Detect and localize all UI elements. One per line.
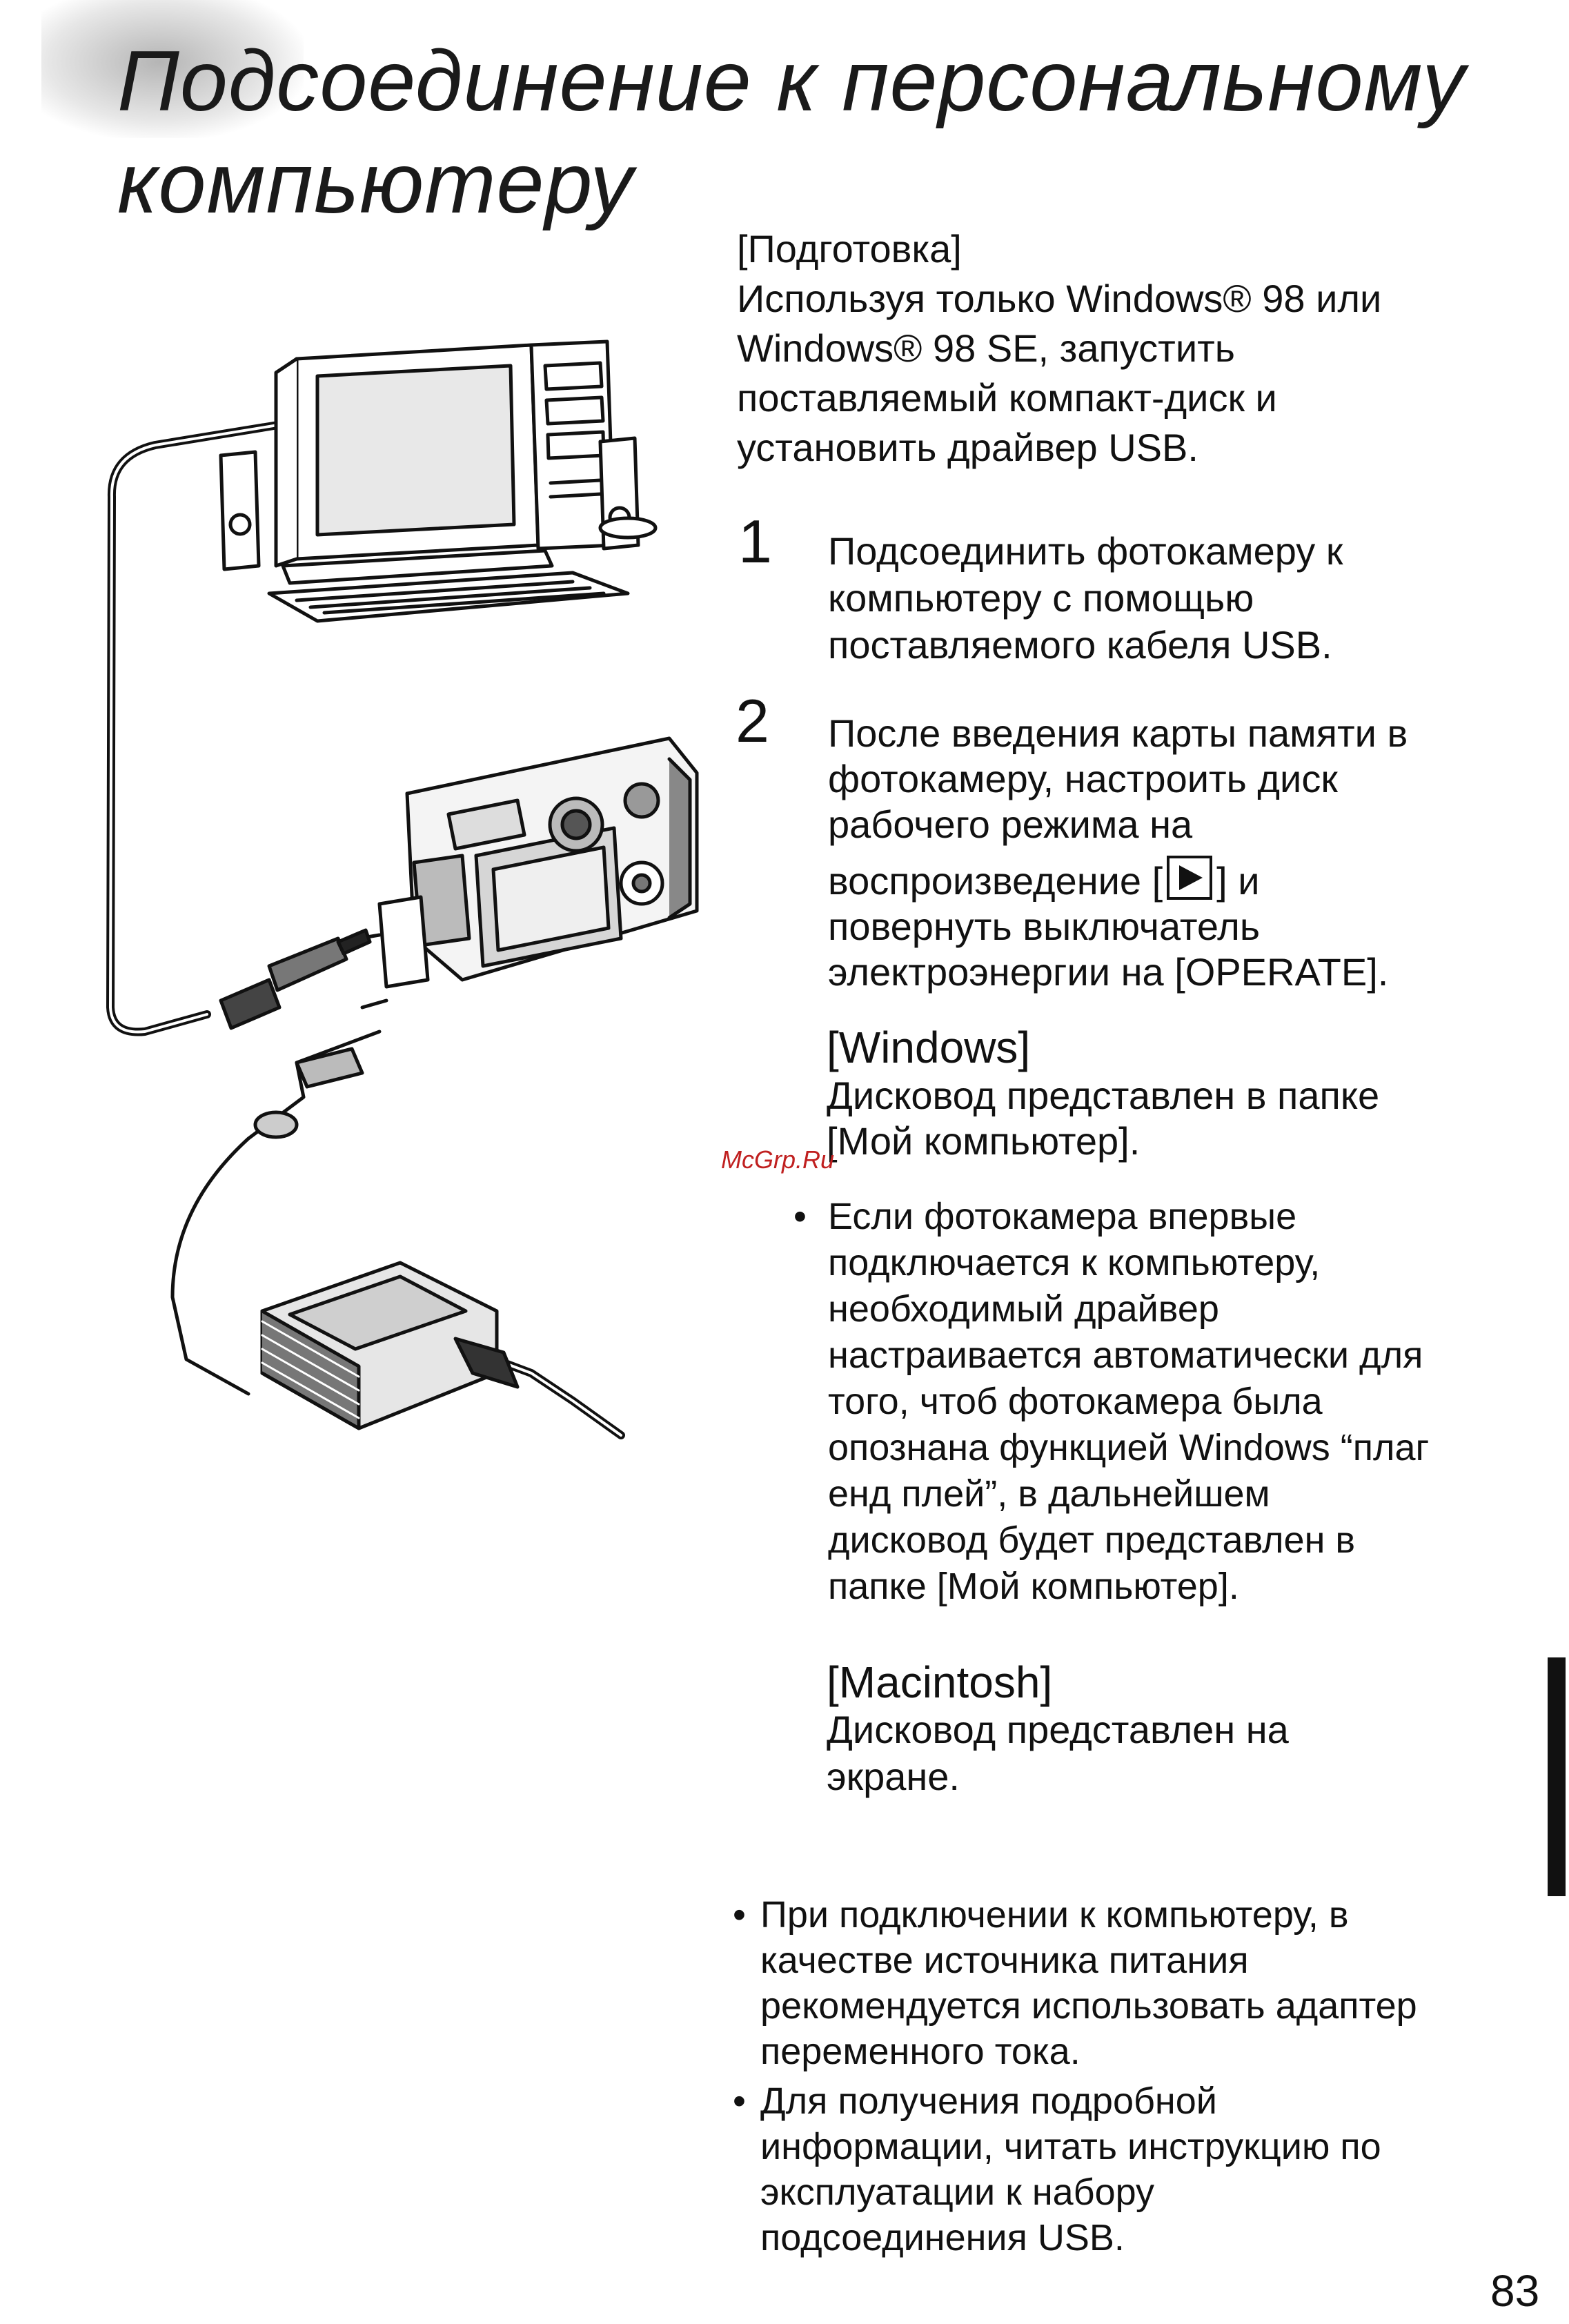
step-line: электроэнергии на [OPERATE]. xyxy=(828,950,1389,994)
note-ac-adapter: • При подключении к компьютеру, в качест… xyxy=(733,1892,1512,2074)
bullet-line: Если фотокамера впервые xyxy=(828,1196,1297,1237)
digital-camera xyxy=(405,736,699,982)
bullet-line: енд плей”, в дальнейшем xyxy=(828,1473,1270,1515)
note-line: качестве источника питания xyxy=(760,1940,1249,1981)
pc-tower xyxy=(529,339,616,551)
bullet-line: дисковод будет представлен в xyxy=(828,1519,1356,1561)
windows-line: [Мой компьютер]. xyxy=(827,1119,1141,1163)
bullet-dot: • xyxy=(733,1894,746,1936)
note-text: При подключении к компьютеру, в качестве… xyxy=(760,1892,1512,2074)
bullet-dot: • xyxy=(733,2080,746,2122)
note-line: Для получения подробной xyxy=(760,2080,1217,2122)
usb-plug xyxy=(219,928,372,1030)
windows-line: Дисковод представлен в папке xyxy=(827,1074,1380,1117)
page-title-line-2: компьютеру xyxy=(117,136,634,231)
step-2-number: 2 xyxy=(736,687,769,755)
step-1-number: 1 xyxy=(738,507,772,575)
windows-text: Дисковод представлен в папке [Мой компью… xyxy=(827,1073,1517,1164)
note-line: переменного тока. xyxy=(760,2031,1080,2072)
step-line: Подсоединить фотокамеру к xyxy=(828,529,1343,573)
step-line: повернуть выключатель xyxy=(828,905,1261,948)
bullet-text: Если фотокамера впервые подключается к к… xyxy=(828,1194,1525,1610)
windows-bullet-note: • Если фотокамера впервые подключается к… xyxy=(793,1194,1525,1610)
bullet-line: настраивается автоматически для xyxy=(828,1335,1423,1376)
step-line-play: воспроизведение [ ] и xyxy=(828,856,1546,904)
note-usb-kit: • Для получения подробной информации, чи… xyxy=(733,2078,1512,2261)
keyboard xyxy=(267,571,630,623)
bullet-line: того, чтоб фотокамера была xyxy=(828,1381,1323,1422)
bullet-line: папке [Мой компьютер]. xyxy=(828,1566,1239,1607)
section-tab-marker xyxy=(1548,1657,1566,1896)
preparation-line: Используя только Windows® 98 или xyxy=(737,277,1382,320)
step-1-text: Подсоединить фотокамеру к компьютеру с п… xyxy=(828,528,1518,669)
bullet-dot: • xyxy=(793,1196,807,1237)
preparation-block: [Подготовка] Используя только Windows® 9… xyxy=(737,224,1530,473)
preparation-heading: [Подготовка] xyxy=(737,227,962,270)
macintosh-text: Дисковод представлен на экране. xyxy=(827,1706,1517,1800)
ac-adapter-cable xyxy=(170,1030,382,1396)
memory-card xyxy=(377,895,430,989)
preparation-line: Windows® 98 SE, запустить xyxy=(737,326,1235,370)
preparation-line: установить драйвер USB. xyxy=(737,426,1198,469)
play-icon xyxy=(1167,856,1213,900)
page-number: 83 xyxy=(1490,2266,1540,2316)
bullet-line: опознана функцией Windows “плаг xyxy=(828,1427,1430,1468)
windows-heading: [Windows] xyxy=(827,1023,1031,1072)
note-line: эксплуатации к набору xyxy=(760,2172,1155,2213)
connection-illustration xyxy=(106,339,699,1439)
play-text-after: ] и xyxy=(1216,859,1260,903)
macintosh-line: экране. xyxy=(827,1755,960,1798)
step-line: рабочего режима на xyxy=(828,802,1193,846)
step-2-text-continued: воспроизведение [ ] и повернуть выключате… xyxy=(828,856,1546,995)
bullet-line: подключается к компьютеру, xyxy=(828,1242,1321,1283)
mouse xyxy=(598,516,658,540)
ac-adapter xyxy=(260,1261,499,1430)
macintosh-heading: [Macintosh] xyxy=(827,1657,1053,1707)
step-2-text: После введения карты памяти в фотокамеру… xyxy=(828,711,1546,847)
play-text-before: воспроизведение [ xyxy=(828,859,1163,903)
title-smudge xyxy=(41,0,304,138)
preparation-line: поставляемый компакт-диск и xyxy=(737,376,1277,420)
note-text: Для получения подробной информации, чита… xyxy=(760,2078,1512,2261)
bullet-line: необходимый драйвер xyxy=(828,1288,1219,1330)
page-title-line-1: Подсоединение к персональному xyxy=(117,34,1466,129)
step-line: фотокамеру, настроить диск xyxy=(828,757,1338,800)
step-line: поставляемого кабеля USB. xyxy=(828,623,1332,667)
watermark: McGrp.Ru xyxy=(721,1145,835,1174)
note-line: подсоединения USB. xyxy=(760,2217,1125,2258)
note-line: информации, читать инструкцию по xyxy=(760,2126,1381,2167)
monitor xyxy=(274,343,554,585)
macintosh-line: Дисковод представлен на xyxy=(827,1708,1289,1751)
step-line: компьютеру с помощью xyxy=(828,576,1254,620)
note-line: рекомендуется использовать адаптер xyxy=(760,1985,1417,2027)
note-line: При подключении к компьютеру, в xyxy=(760,1894,1349,1936)
step-line: После введения карты памяти в xyxy=(828,711,1408,755)
